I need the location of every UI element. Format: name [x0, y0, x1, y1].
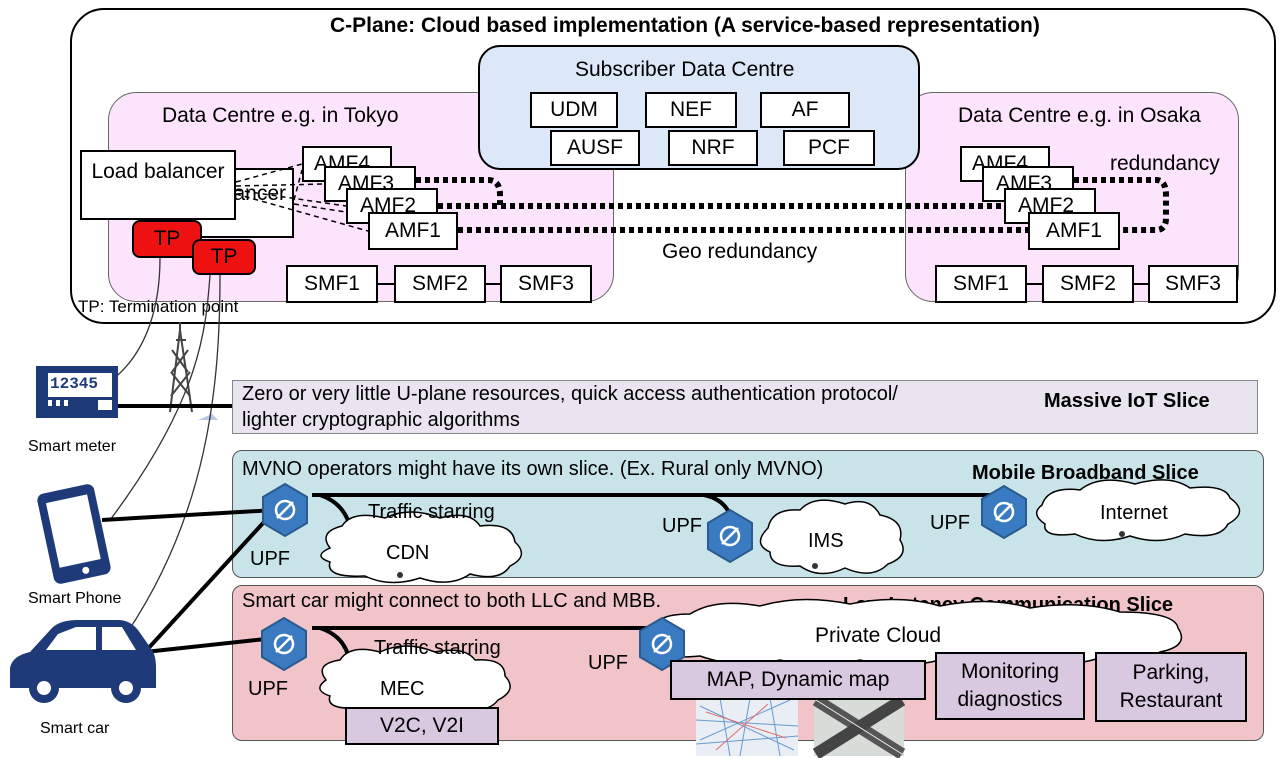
map-thumbnail: [695, 697, 799, 757]
iot-slice: [232, 380, 1258, 434]
meter-display: 12345: [50, 375, 99, 393]
tokyo-amf1: AMF1: [368, 212, 458, 250]
tp-2: TP: [192, 239, 256, 275]
load-balancer: Load balancer: [80, 150, 236, 220]
monitoring-line1: Monitoring: [960, 660, 1060, 683]
iot-text-line2: lighter cryptographic algorithms: [242, 409, 520, 431]
udm-box: UDM: [530, 92, 618, 128]
upf-icon: [707, 508, 753, 564]
tower-icon: [169, 322, 193, 413]
osaka-smf2: SMF2: [1042, 265, 1134, 303]
smart-car-icon: [10, 620, 156, 703]
v2c-box: V2C, V2I: [345, 707, 499, 745]
tokyo-smf1: SMF1: [286, 265, 378, 303]
smart-meter-icon: [36, 366, 118, 418]
tokyo-smf3: SMF3: [500, 265, 592, 303]
geo-redundancy-label: Geo redundancy: [662, 240, 818, 263]
smart-phone-label: Smart Phone: [28, 590, 122, 607]
internet-cloud: [1036, 479, 1241, 542]
private-cloud-label: Private Cloud: [815, 624, 942, 647]
mbb-traffic-label: Traffic starring: [368, 501, 495, 523]
ims-label: IMS: [808, 530, 844, 552]
llc-upf-label-2: UPF: [588, 652, 628, 674]
osaka-smf1: SMF1: [935, 265, 1027, 303]
upf-icon: [261, 616, 307, 672]
internet-label: Internet: [1100, 502, 1168, 524]
smart-meter-label: Smart meter: [28, 438, 117, 455]
smart-car-label: Smart car: [40, 720, 110, 737]
ausf-box: AUSF: [550, 130, 640, 166]
upf-icon: [639, 616, 685, 672]
tokyo-title: Data Centre e.g. in Tokyo: [162, 104, 399, 127]
parking-line2: Restaurant: [1119, 689, 1223, 712]
ims-cloud: [759, 499, 904, 575]
smart-phone-icon: [37, 484, 111, 584]
tp-1-label: TP: [153, 227, 181, 250]
upf-icon: [981, 484, 1027, 540]
llc-traffic-label: Traffic starring: [374, 637, 501, 659]
cplane-container: [70, 8, 1276, 324]
tp-2-label: TP: [210, 245, 238, 268]
interchange-thumbnail: [812, 694, 906, 758]
osaka-smf3: SMF3: [1148, 265, 1238, 303]
load-balancer-label: Load balancer: [91, 160, 225, 183]
cloud-shapes: [319, 479, 1241, 715]
tokyo-smf2: SMF2: [394, 265, 486, 303]
cplane-title: C-Plane: Cloud based implementation (A s…: [330, 14, 1040, 37]
nrf-box: NRF: [668, 130, 758, 166]
mec-label: MEC: [380, 678, 425, 700]
pcf-box: PCF: [783, 130, 875, 166]
upf-hexagons: [261, 482, 1027, 672]
mbb-title: Mobile Broadband Slice: [972, 462, 1199, 484]
redundancy-label: redundancy: [1110, 152, 1220, 175]
subscriber-title: Subscriber Data Centre: [575, 58, 795, 81]
mbb-text: MVNO operators might have its own slice.…: [242, 458, 824, 480]
iot-text-line1: Zero or very little U-plane resources, q…: [242, 383, 898, 405]
monitoring-line2: diagnostics: [957, 688, 1063, 711]
cdn-label: CDN: [386, 542, 430, 564]
parking-line1: Parking,: [1132, 661, 1210, 684]
llc-text: Smart car might connect to both LLC and …: [242, 590, 662, 612]
parking-box: Parking, Restaurant: [1095, 652, 1247, 722]
cdn-cloud: [320, 511, 523, 584]
upf-icon: [262, 482, 308, 538]
mbb-upf-label-1: UPF: [250, 548, 290, 570]
monitoring-box: Monitoring diagnostics: [935, 652, 1085, 720]
tp-note: TP: Termination point: [78, 297, 239, 316]
nef-box: NEF: [645, 92, 737, 128]
mbb-upf-label-2: UPF: [662, 515, 702, 537]
osaka-title: Data Centre e.g. in Osaka: [958, 104, 1201, 127]
llc-upf-label-1: UPF: [248, 678, 288, 700]
mbb-upf-label-3: UPF: [930, 512, 970, 534]
load-balancer-back-label: ancer: [233, 182, 286, 205]
osaka-amf1: AMF1: [1028, 212, 1120, 250]
af-box: AF: [760, 92, 850, 128]
iot-title: Massive IoT Slice: [1044, 390, 1210, 412]
map-box: MAP, Dynamic map: [670, 660, 926, 700]
